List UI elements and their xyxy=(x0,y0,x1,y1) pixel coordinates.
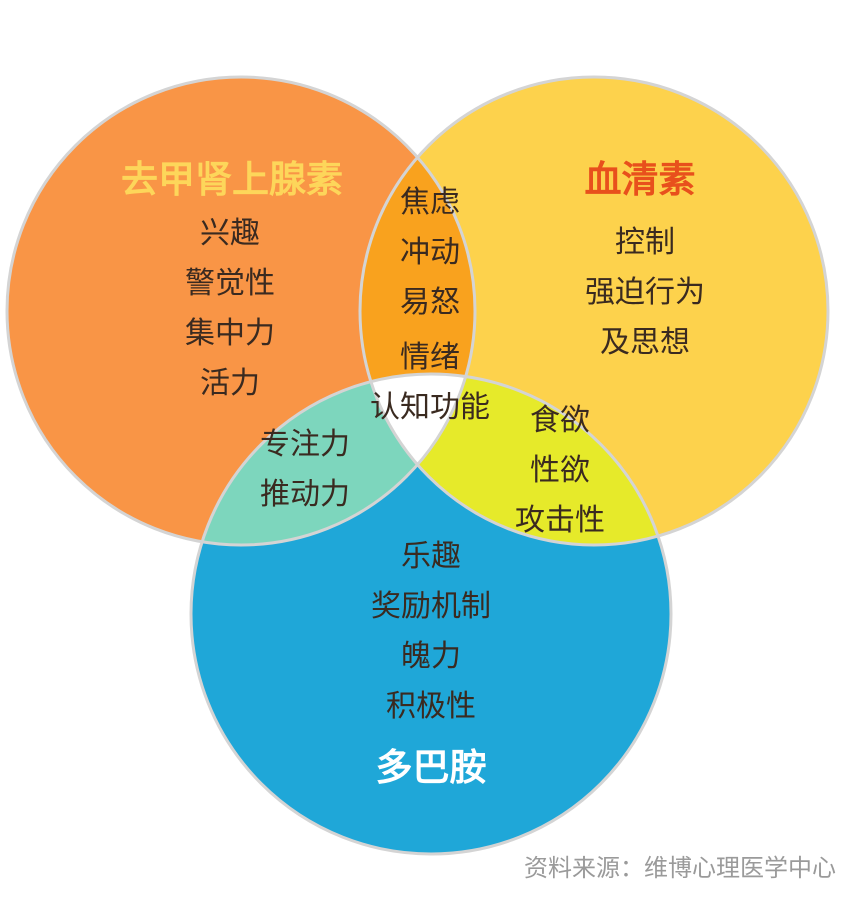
dopamine-title: 多巴胺 xyxy=(375,746,487,789)
serotonin-label-group: 血清素 xyxy=(560,152,720,208)
nese-item-anxiety: 焦虑 xyxy=(400,185,460,220)
source-caption: 资料来源：维博心理医学中心 xyxy=(524,854,836,882)
neda-item-drive: 推动力 xyxy=(260,477,350,512)
ne-dopamine-overlap xyxy=(191,374,475,545)
ne-item-alertness: 警觉性 xyxy=(185,266,275,301)
center-item-mood: 情绪 xyxy=(400,340,460,375)
se-item-compulsive: 强迫行为 xyxy=(585,275,705,310)
seda-item-aggression: 攻击性 xyxy=(515,503,605,538)
center-items: 情绪 认知功能 xyxy=(355,333,505,433)
center-item-cognition: 认知功能 xyxy=(370,390,490,425)
nese-item-impulse: 冲动 xyxy=(400,235,460,270)
serotonin-title: 血清素 xyxy=(584,158,696,201)
dopamine-items: 乐趣 奖励机制 魄力 积极性 xyxy=(341,532,521,732)
nese-item-irritability: 易怒 xyxy=(400,285,460,320)
da-item-reward: 奖励机制 xyxy=(371,589,491,624)
neda-item-focus: 专注力 xyxy=(260,427,350,462)
da-item-pleasure: 乐趣 xyxy=(401,539,461,574)
ne-item-interest: 兴趣 xyxy=(200,216,260,251)
ne-item-concentration: 集中力 xyxy=(185,316,275,351)
ne-item-energy: 活力 xyxy=(200,366,260,401)
serotonin-items: 控制 强迫行为 及思想 xyxy=(550,218,740,368)
serotonin-dopamine-overlap xyxy=(360,374,671,545)
dopamine-label-group: 多巴胺 xyxy=(341,740,521,796)
seda-item-libido: 性欲 xyxy=(530,453,590,488)
ne-serotonin-items: 焦虑 冲动 易怒 xyxy=(370,178,490,328)
da-item-boldness: 魄力 xyxy=(401,639,461,674)
norepinephrine-title: 去甲肾上腺素 xyxy=(121,158,343,201)
circle-outlines xyxy=(5,75,830,856)
ne-dopamine-items: 专注力 推动力 xyxy=(240,420,370,520)
da-item-motivation: 积极性 xyxy=(386,689,476,724)
se-item-control: 控制 xyxy=(615,225,675,260)
seda-item-appetite: 食欲 xyxy=(530,403,590,438)
serotonin-dopamine-items: 食欲 性欲 攻击性 xyxy=(495,396,625,546)
norepinephrine-label-group: 去甲肾上腺素 xyxy=(92,152,372,208)
se-item-thoughts: 及思想 xyxy=(600,325,690,360)
norepinephrine-items: 兴趣 警觉性 集中力 活力 xyxy=(140,209,320,409)
